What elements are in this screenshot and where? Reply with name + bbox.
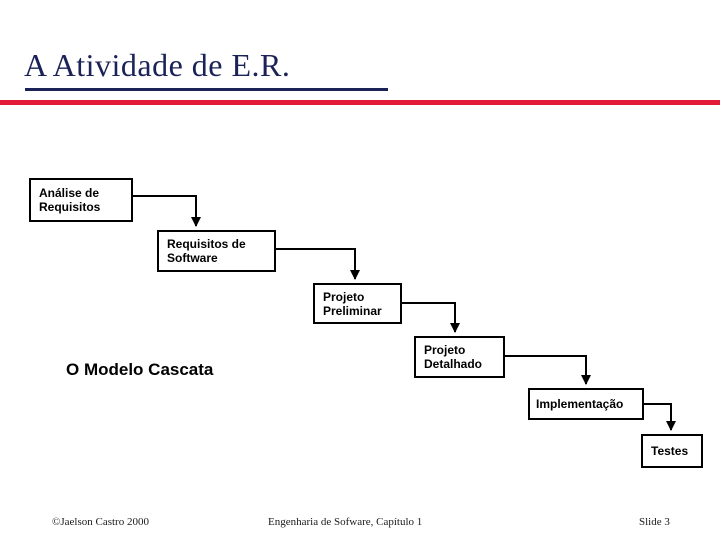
footer-slide-number: Slide 3 [639, 516, 670, 528]
node-label-line2: Requisitos [39, 200, 101, 214]
edge-requisitos-to-preliminar [276, 248, 360, 280]
diagram-node-projeto-preliminar[interactable]: Projeto Preliminar [313, 283, 402, 324]
title-underline [25, 88, 388, 91]
diagram-caption: O Modelo Cascata [66, 360, 214, 379]
node-label-line1: Implementação [536, 397, 624, 411]
diagram-node-requisitos-de-software[interactable]: Requisitos de Software [157, 230, 276, 272]
edge-implementacao-to-testes [644, 403, 676, 431]
node-label-line1: Requisitos de [167, 237, 246, 251]
page-title: A Atividade de E.R. [24, 47, 291, 83]
edge-analise-to-requisitos [133, 195, 201, 227]
node-label-line2: Software [167, 251, 218, 265]
node-label-line2: Detalhado [424, 357, 483, 371]
diagram-node-testes[interactable]: Testes [641, 434, 703, 468]
node-label-line1: Testes [651, 444, 689, 458]
edge-detalhado-to-implementacao [505, 355, 591, 385]
footer-book-reference: Engenharia de Sofware, Capítulo 1 [268, 516, 423, 528]
node-label-line2: Preliminar [323, 303, 382, 318]
diagram-node-analise-de-requisitos[interactable]: Análise de Requisitos [29, 178, 133, 222]
title-accent-rule [0, 100, 720, 105]
diagram-node-projeto-detalhado[interactable]: Projeto Detalhado [414, 336, 505, 378]
diagram-node-implementacao[interactable]: Implementação [528, 388, 644, 420]
node-label-line1: Análise de [39, 186, 100, 200]
edge-preliminar-to-detalhado [402, 302, 460, 333]
node-label-line1: Projeto [424, 343, 466, 357]
node-label-line1: Projeto [323, 289, 365, 304]
footer-copyright: ©Jaelson Castro 2000 [52, 516, 149, 528]
